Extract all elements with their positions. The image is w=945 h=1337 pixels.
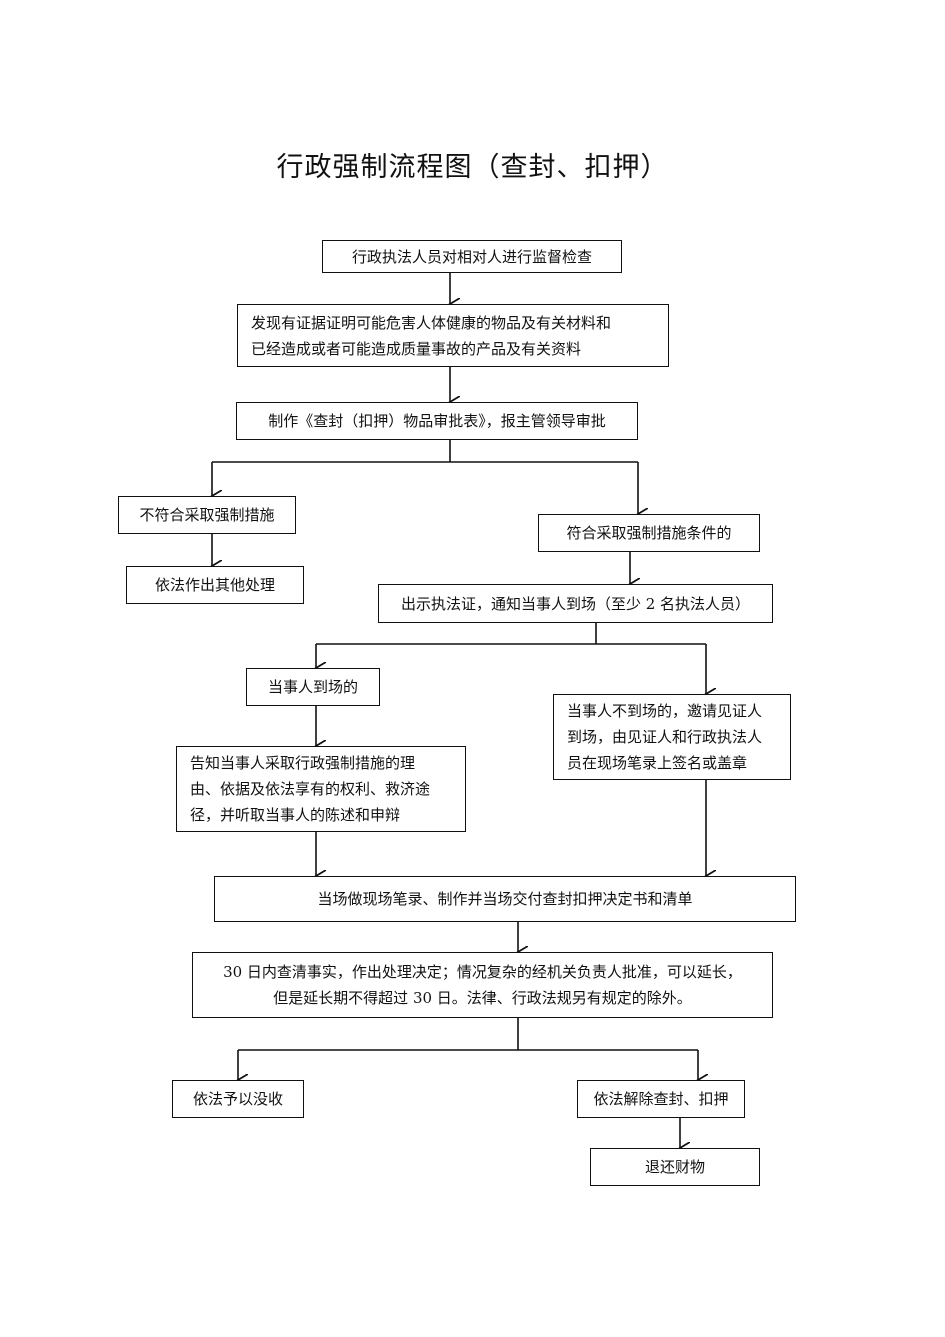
node-not-meet: 不符合采取强制措施 xyxy=(118,496,296,534)
node-record: 当场做现场笔录、制作并当场交付查封扣押决定书和清单 xyxy=(214,876,796,922)
node-notify-label: 出示执法证，通知当事人到场（至少 2 名执法人员） xyxy=(400,594,751,613)
node-inform: 告知当事人采取行政强制措施的理 由、依据及依法享有的权利、救济途 径，并听取当事… xyxy=(176,746,466,832)
connector-approval-split xyxy=(212,440,638,463)
node-inspect: 行政执法人员对相对人进行监督检查 xyxy=(322,240,622,273)
node-return-label: 退还财物 xyxy=(644,1158,705,1176)
node-evidence-label: 发现有证据证明可能危害人体健康的物品及有关材料和 已经造成或者可能造成质量事故的… xyxy=(251,313,612,358)
node-absent: 当事人不到场的，邀请见证人 到场，由见证人和行政执法人 员在现场笔录上签名或盖章 xyxy=(553,694,791,780)
node-present: 当事人到场的 xyxy=(246,668,380,706)
node-record-label: 当场做现场笔录、制作并当场交付查封扣押决定书和清单 xyxy=(317,890,693,908)
node-other: 依法作出其他处理 xyxy=(126,566,304,604)
connector-decide-split xyxy=(238,1018,698,1051)
node-release: 依法解除查封、扣押 xyxy=(577,1080,745,1118)
node-absent-label: 当事人不到场的，邀请见证人 到场，由见证人和行政执法人 员在现场笔录上签名或盖章 xyxy=(567,702,763,772)
node-approval: 制作《查封（扣押）物品审批表》，报主管领导审批 xyxy=(236,402,638,440)
node-return: 退还财物 xyxy=(590,1148,760,1186)
node-release-label: 依法解除查封、扣押 xyxy=(593,1090,729,1108)
node-evidence: 发现有证据证明可能危害人体健康的物品及有关材料和 已经造成或者可能造成质量事故的… xyxy=(237,304,669,367)
node-meet-label: 符合采取强制措施条件的 xyxy=(566,524,732,542)
node-decide: 30 日内查清事实，作出处理决定；情况复杂的经机关负责人批准，可以延长， 但是延… xyxy=(192,952,773,1018)
node-present-label: 当事人到场的 xyxy=(267,678,358,696)
node-inspect-label: 行政执法人员对相对人进行监督检查 xyxy=(351,247,592,266)
node-other-label: 依法作出其他处理 xyxy=(154,576,275,594)
node-meet: 符合采取强制措施条件的 xyxy=(538,514,760,552)
node-confiscate-label: 依法予以没收 xyxy=(192,1090,283,1108)
connector-notify-split xyxy=(316,622,706,645)
node-notify: 出示执法证，通知当事人到场（至少 2 名执法人员） xyxy=(378,584,773,623)
node-not-meet-label: 不符合采取强制措施 xyxy=(139,506,275,524)
node-decide-label: 30 日内查清事实，作出处理决定；情况复杂的经机关负责人批准，可以延长， 但是延… xyxy=(223,963,742,1007)
node-inform-label: 告知当事人采取行政强制措施的理 由、依据及依法享有的权利、救济途 径，并听取当事… xyxy=(190,754,431,824)
node-approval-label: 制作《查封（扣押）物品审批表》，报主管领导审批 xyxy=(268,412,606,430)
page-title: 行政强制流程图（查封、扣押） xyxy=(276,152,669,183)
node-confiscate: 依法予以没收 xyxy=(172,1080,304,1118)
